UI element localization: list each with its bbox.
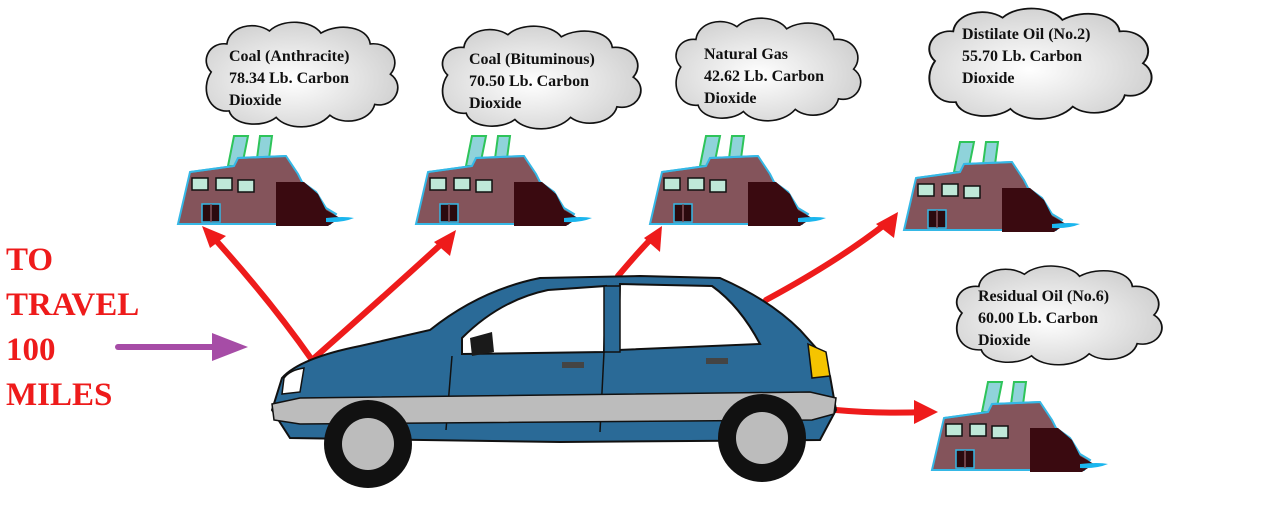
input-arrow [115,333,248,361]
factory-residual-oil [931,381,1109,473]
fuel-name: Residual Oil (No.6) [978,288,1110,305]
arrows [209,219,929,416]
factory-distillate-oil [903,141,1081,233]
cloud-text-distillate-oil: Distilate Oil (No.2) 55.70 Lb. Carbon Di… [962,24,1090,90]
emission-unit: Dioxide [978,332,1031,349]
emission-value: 42.62 Lb. Carbon [704,68,825,85]
side-label-line: 100 [6,332,56,368]
emission-unit: Dioxide [469,95,522,112]
fuel-name: Distilate Oil (No.2) [962,26,1091,43]
factory-bituminous [415,135,593,227]
cloud-text-residual-oil: Residual Oil (No.6) 60.00 Lb. Carbon Dio… [978,286,1109,352]
side-label: TO TRAVEL 100 MILES [6,238,139,418]
factory-natural-gas [649,135,827,227]
arrow-heads [202,212,938,424]
cloud-text-anthracite: Coal (Anthracite) 78.34 Lb. Carbon Dioxi… [229,46,349,112]
cloud-text-natural-gas: Natural Gas 42.62 Lb. Carbon Dioxide [704,44,824,110]
car [270,274,838,488]
emission-value: 60.00 Lb. Carbon [978,310,1099,327]
fuel-name: Natural Gas [704,46,788,63]
side-label-line: TO [6,242,54,278]
factory-anthracite [177,135,355,227]
emission-value: 78.34 Lb. Carbon [229,70,350,87]
fuel-name: Coal (Bituminous) [469,51,595,68]
emission-value: 55.70 Lb. Carbon [962,48,1083,65]
side-label-line: MILES [6,377,113,413]
emission-value: 70.50 Lb. Carbon [469,73,590,90]
cloud-text-bituminous: Coal (Bituminous) 70.50 Lb. Carbon Dioxi… [469,49,595,115]
emission-unit: Dioxide [962,70,1015,87]
emission-unit: Dioxide [704,90,757,107]
fuel-name: Coal (Anthracite) [229,48,350,65]
side-label-line: TRAVEL [6,287,140,323]
emission-unit: Dioxide [229,92,282,109]
